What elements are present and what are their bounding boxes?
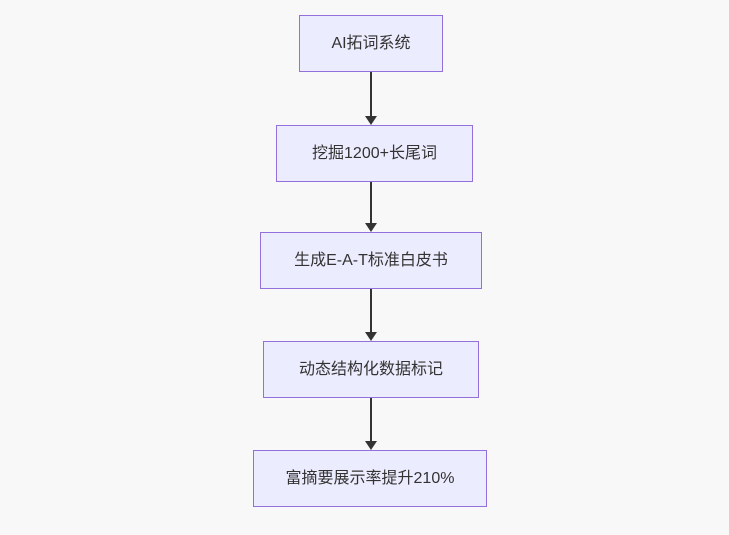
flow-node-label: 生成E-A-T标准白皮书 xyxy=(294,251,448,269)
arrow-line xyxy=(370,289,372,333)
flow-node-label: 富摘要展示率提升210% xyxy=(285,469,455,487)
arrow-line xyxy=(370,72,372,117)
flow-arrow-1 xyxy=(365,72,377,125)
flow-node-label: 挖掘1200+长尾词 xyxy=(312,144,437,162)
flow-node-label: AI拓词系统 xyxy=(331,34,411,52)
arrowhead-down-icon xyxy=(365,116,377,125)
flow-node-rich-snippet-result: 富摘要展示率提升210% xyxy=(253,450,487,507)
flow-node-eat-whitepaper: 生成E-A-T标准白皮书 xyxy=(260,232,482,289)
arrow-line xyxy=(370,182,372,224)
flow-arrow-3 xyxy=(365,289,377,341)
flow-node-longtail-keywords: 挖掘1200+长尾词 xyxy=(276,125,473,182)
flow-node-ai-keyword-system: AI拓词系统 xyxy=(299,15,443,72)
flow-arrow-4 xyxy=(365,398,377,450)
arrowhead-down-icon xyxy=(365,223,377,232)
arrowhead-down-icon xyxy=(365,332,377,341)
arrowhead-down-icon xyxy=(365,441,377,450)
arrow-line xyxy=(370,398,372,442)
flow-node-structured-data: 动态结构化数据标记 xyxy=(263,341,479,398)
flow-arrow-2 xyxy=(365,182,377,232)
flow-node-label: 动态结构化数据标记 xyxy=(298,360,443,378)
